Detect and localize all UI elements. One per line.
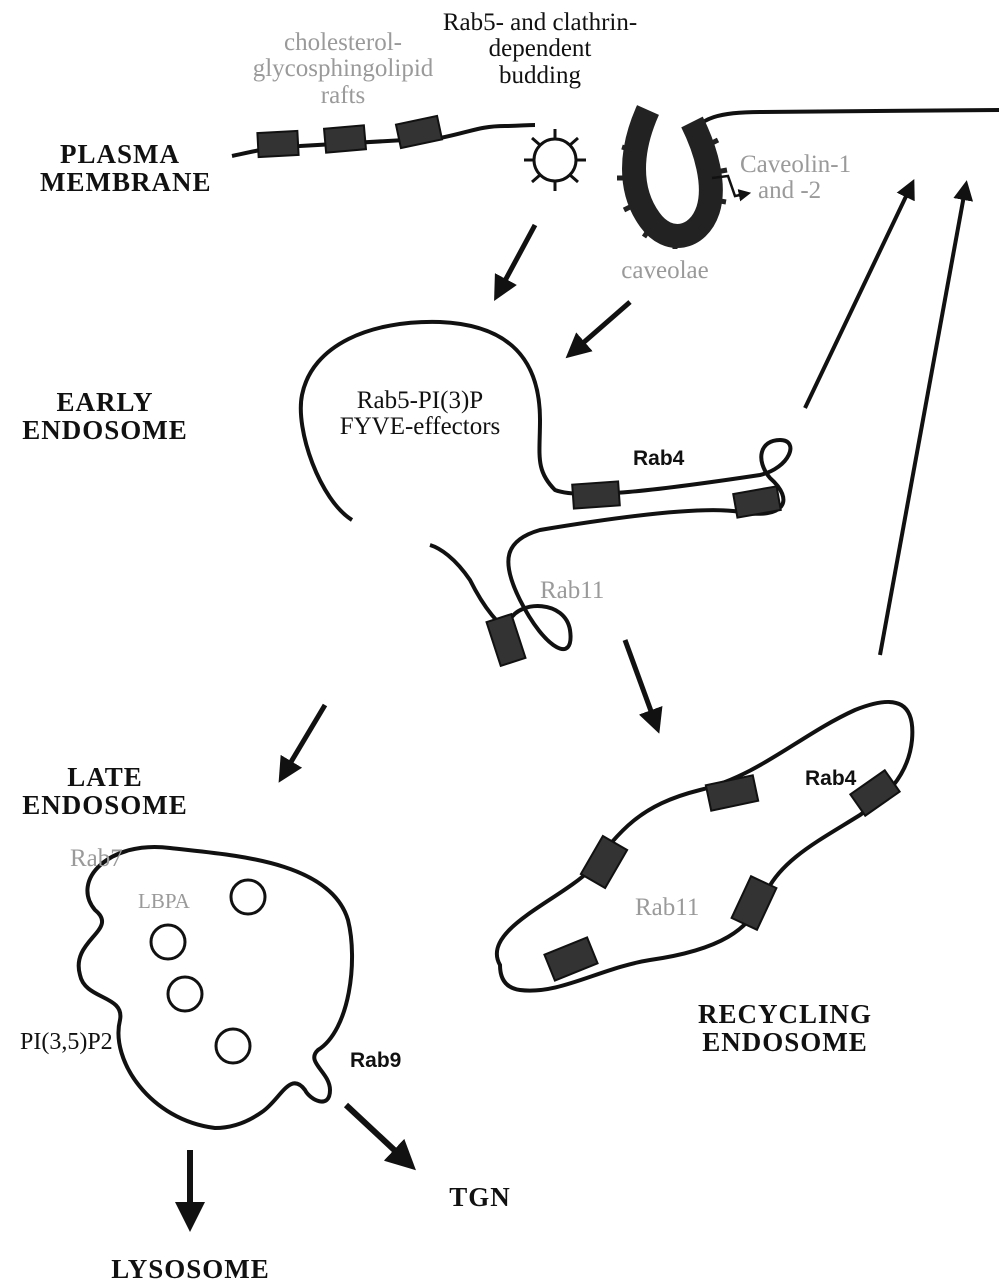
arrow-early-to-late [285,705,325,772]
arrow-early-to-membrane [805,188,910,408]
rab7-label: Rab7 [70,846,123,872]
recycling-box-4 [732,876,777,930]
recycling-box-1 [706,775,758,810]
late-endosome-label: LATE ENDOSOME [20,763,190,820]
rab11-box-early [487,614,526,666]
rab4-early-label: Rab4 [633,448,684,470]
rab11-early-label: Rab11 [540,578,604,604]
arrow-late-to-tgn [346,1105,405,1160]
recycling-box-2 [850,770,899,815]
rab9-label: Rab9 [350,1050,401,1072]
early-endosome-label: EARLY ENDOSOME [20,388,190,445]
caveola [617,110,727,249]
raft-box-2 [324,125,366,152]
late-endosome-membrane [79,847,352,1128]
rafts-label: cholesterol- glycosphingolipid rafts [228,30,458,109]
plasma-membrane-line-right [690,110,999,135]
recycling-endosome-membrane [497,702,913,991]
rab4-box-early-1 [572,481,620,508]
tgn-label: TGN [440,1183,520,1211]
budding-label: Rab5- and clathrin- dependent budding [440,10,640,89]
caveolae-label: caveolae [605,258,725,284]
lbpa-label: LBPA [138,890,190,912]
caveolin-label: Caveolin-1 and -2 [740,152,850,205]
rab11-recycling-label: Rab11 [635,895,699,921]
raft-box-3 [396,116,442,148]
lysosome-label: LYSOSOME [108,1255,273,1283]
arrow-budding-to-early [500,225,535,290]
plasma-membrane-label: PLASMA MEMBRANE [40,140,200,197]
pi35p2-label: PI(3,5)P2 [20,1030,113,1055]
arrow-caveolae-to-early [575,302,630,350]
arrow-recycling-to-membrane [880,190,965,655]
raft-box-1 [257,131,298,157]
early-effectors-label: Rab5-PI(3)P FYVE-effectors [330,388,510,441]
arrow-early-to-recycling [625,640,655,722]
recycling-endosome-label: RECYCLING ENDOSOME [690,1000,880,1057]
rab4-recycling-label: Rab4 [805,768,856,790]
recycling-box-3 [581,836,627,888]
recycling-box-5 [544,937,597,980]
clathrin-coated-vesicle [524,129,586,191]
